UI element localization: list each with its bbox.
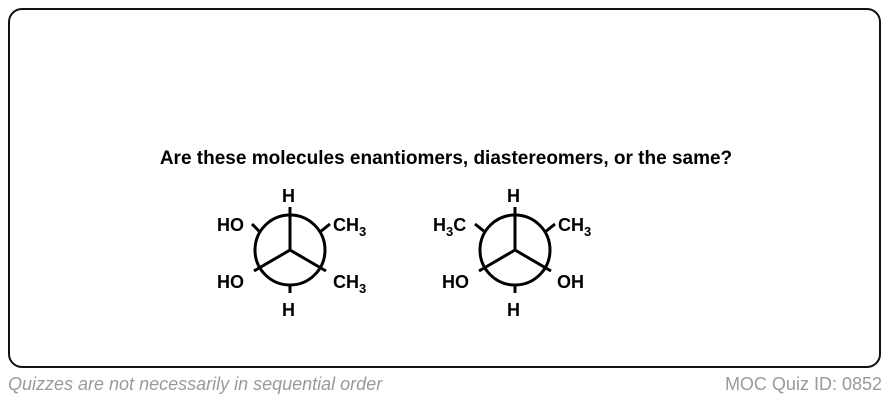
footer-note: Quizzes are not necessarily in sequentia…	[8, 374, 383, 394]
m1-back-bottom-h: H	[282, 300, 295, 320]
quiz-id: MOC Quiz ID: 0852	[724, 374, 882, 394]
m2-front-lower-right: OH	[557, 272, 584, 292]
m1-front-top-h: H	[282, 186, 295, 206]
quiz-card	[8, 8, 881, 368]
question-text: Are these molecules enantiomers, diaster…	[159, 148, 733, 169]
m1-front-lower-right: CH3	[333, 272, 366, 296]
newman-projection-2	[474, 207, 556, 293]
m1-front-lower-left: HO	[217, 272, 244, 292]
m2-front-lower-left: HO	[442, 272, 469, 292]
m1-back-upper-left: HO	[217, 215, 244, 235]
m2-back-bottom-h: H	[507, 300, 520, 320]
m2-back-upper-left: H3C	[433, 215, 466, 239]
m1-back-upper-right: CH3	[333, 215, 366, 239]
m2-front-top-h: H	[507, 186, 520, 206]
m2-back-upper-right: CH3	[558, 215, 591, 239]
newman-projection-1	[250, 207, 331, 293]
